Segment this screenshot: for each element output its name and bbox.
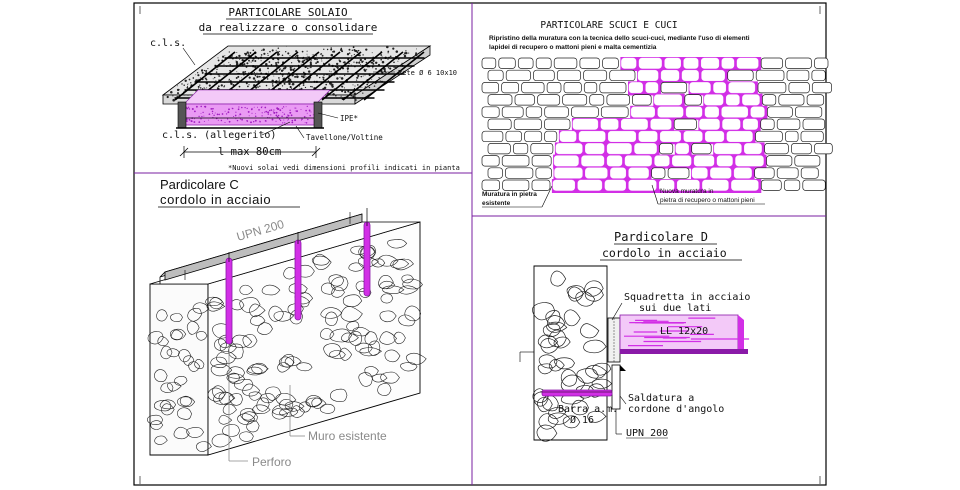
- ll-beam: [619, 314, 750, 354]
- label-barra-1: Barra a.m.: [558, 404, 618, 415]
- solaio-note: *Nuovi solai vedi dimensioni profili ind…: [228, 164, 460, 172]
- label-new-masonry-1: Nuova muratura in: [660, 188, 714, 195]
- scuci-title: PARTICOLARE SCUCI E CUCI: [540, 20, 677, 31]
- upn-200-channel: [159, 212, 363, 284]
- label-cls-light: c.l.s. (allegerito): [162, 130, 276, 141]
- label-existing-wall: Muro esistente: [308, 429, 387, 443]
- label-existing-masonry-2: esistente: [482, 200, 511, 207]
- label-tavellone: Tavellone/Voltine: [306, 133, 383, 142]
- label-barra-2: Ø 16: [570, 414, 594, 426]
- label-saldatura-1: Saldatura a: [628, 393, 694, 404]
- steel-angle-bracket: [607, 317, 626, 410]
- panel-cordolo-c: Pardicolare C cordolo in acciaio UPN: [147, 177, 427, 469]
- label-ipe: IPE*: [340, 114, 358, 123]
- panel-cordolo-d: Pardicolare D cordolo in acciaio: [519, 230, 750, 442]
- solaio-subtitle: da realizzare o consolidare: [199, 21, 378, 34]
- panel-scuci-cuci: PARTICOLARE SCUCI E CUCI Ripristino dell…: [481, 20, 833, 208]
- cordolo-d-subtitle: cordolo in acciaio: [602, 246, 727, 260]
- label-upn-d: UPN 200: [626, 428, 668, 439]
- stone-masonry-wall: [481, 57, 833, 193]
- sheet-frame: [133, 2, 827, 486]
- label-ll: LL 12x20: [660, 326, 708, 337]
- anchor-bars: [225, 208, 371, 345]
- span-dimension: [179, 146, 321, 158]
- ipe-beams: [176, 101, 324, 129]
- scuci-description-2: lapidei di recupero o mattoni pieni e ma…: [489, 44, 657, 51]
- label-existing-masonry-1: Muratura in pietra: [482, 191, 537, 198]
- cordolo-c-subtitle: cordolo in acciaio: [160, 192, 271, 207]
- label-squadretta-1: Squadretta in acciaio: [624, 292, 750, 303]
- label-cls-top: c.l.s.: [150, 38, 186, 49]
- lightened-concrete: [183, 89, 331, 126]
- label-squadretta-2: sui due lati: [639, 303, 711, 314]
- wall-section: [519, 265, 613, 442]
- label-saldatura-2: cordone d'angolo: [628, 404, 724, 415]
- cordolo-d-title: Pardicolare D: [614, 230, 708, 244]
- solaio-title: PARTICOLARE SOLAIO: [228, 6, 347, 19]
- label-rete: Rete Ø 6 10x10: [398, 69, 457, 77]
- rebar-16: [540, 389, 613, 397]
- panel-solaio: PARTICOLARE SOLAIO da realizzare o conso…: [150, 6, 460, 172]
- cordolo-c-title: Pardicolare C: [160, 177, 239, 192]
- label-hole: Perforo: [252, 455, 292, 469]
- scuci-description-1: Ripristino della muratura con la tecnica…: [489, 35, 750, 42]
- existing-wall-block: [147, 221, 427, 456]
- label-new-masonry-2: pietra di recupero o mattoni pieni: [660, 197, 755, 204]
- label-span: l max 80cm: [218, 146, 281, 158]
